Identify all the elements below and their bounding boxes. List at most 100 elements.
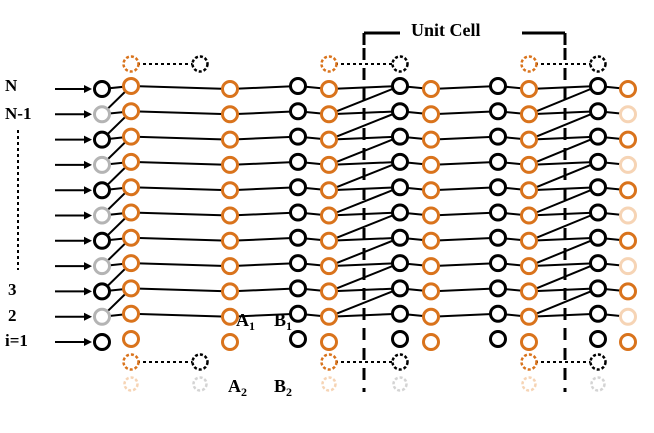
lattice-node bbox=[520, 206, 538, 225]
lattice-bond bbox=[229, 135, 299, 141]
node-label-b2: B2 bbox=[274, 376, 292, 399]
lattice-node bbox=[520, 105, 538, 124]
boundary-node bbox=[520, 55, 538, 73]
lattice-bond bbox=[328, 211, 401, 242]
lattice-node bbox=[289, 152, 307, 171]
boundary-node bbox=[191, 353, 209, 371]
lattice-node bbox=[589, 102, 607, 121]
lattice-node bbox=[289, 203, 307, 222]
lattice-node bbox=[93, 333, 111, 351]
node-label-a1-letter: A bbox=[236, 310, 249, 330]
lattice-node bbox=[391, 304, 409, 323]
lattice-bond bbox=[430, 312, 499, 318]
lattice-node bbox=[93, 307, 111, 326]
lattice-node bbox=[221, 105, 239, 124]
node-label-a2-letter: A bbox=[228, 376, 241, 396]
lattice-bond bbox=[528, 262, 599, 268]
input-arrowhead bbox=[84, 135, 92, 144]
lattice-bond bbox=[229, 186, 299, 192]
lattice-bond bbox=[528, 287, 599, 318]
lattice-node bbox=[391, 152, 409, 171]
node-label-b2-letter: B bbox=[274, 376, 287, 396]
lattice-bond bbox=[430, 236, 499, 242]
lattice-node bbox=[391, 203, 409, 222]
boundary-node bbox=[320, 55, 338, 73]
lattice-node bbox=[489, 203, 507, 222]
lattice-node bbox=[93, 130, 111, 149]
lattice-node bbox=[520, 155, 538, 174]
lattice-bond bbox=[229, 110, 299, 116]
lattice-node bbox=[320, 206, 338, 225]
lattice-node bbox=[489, 102, 507, 121]
lattice-bond bbox=[130, 110, 231, 116]
lattice-node bbox=[221, 130, 239, 149]
lattice-node bbox=[619, 155, 637, 174]
lattice-bond bbox=[229, 236, 299, 242]
boundary-node bbox=[122, 55, 140, 73]
lattice-node bbox=[422, 181, 440, 200]
input-arrowhead bbox=[84, 85, 92, 93]
lattice-node bbox=[320, 231, 338, 250]
lattice-node bbox=[122, 127, 140, 146]
lattice-bond bbox=[430, 85, 499, 90]
lattice-bond bbox=[328, 262, 401, 268]
lattice-node bbox=[619, 130, 637, 149]
lattice-node bbox=[221, 231, 239, 250]
lattice-node bbox=[320, 307, 338, 326]
lattice-bond bbox=[528, 110, 599, 141]
lattice-node bbox=[422, 105, 440, 124]
lattice-node bbox=[422, 206, 440, 225]
lattice-bond bbox=[229, 312, 299, 318]
lattice-node bbox=[391, 279, 409, 298]
lattice-node bbox=[489, 228, 507, 247]
lattice-node bbox=[391, 178, 409, 197]
lattice-node bbox=[422, 130, 440, 149]
lattice-node bbox=[289, 304, 307, 323]
lattice-node bbox=[422, 80, 440, 98]
input-arrowhead bbox=[84, 287, 92, 296]
boundary-node bbox=[589, 353, 607, 371]
lattice-node bbox=[619, 282, 637, 301]
lattice-node bbox=[520, 80, 538, 98]
boundary-node bbox=[191, 55, 209, 73]
lattice-bond bbox=[130, 287, 231, 293]
lattice-bond bbox=[328, 186, 401, 217]
lattice-node bbox=[289, 77, 307, 95]
boundary-node bbox=[521, 376, 537, 392]
lattice-bond bbox=[328, 160, 401, 166]
lattice-bond bbox=[528, 85, 599, 116]
lattice-node bbox=[489, 127, 507, 146]
lattice-node bbox=[619, 105, 637, 124]
lattice-bond bbox=[229, 287, 299, 293]
lattice-node bbox=[122, 254, 140, 273]
lattice-bond bbox=[328, 287, 401, 318]
lattice-bond bbox=[130, 312, 231, 318]
node-label-a1: A1 bbox=[236, 310, 255, 333]
lattice-node bbox=[422, 307, 440, 326]
lattice-node bbox=[489, 152, 507, 171]
input-arrowhead bbox=[84, 110, 92, 119]
lattice-node bbox=[391, 102, 409, 121]
lattice-node bbox=[122, 279, 140, 298]
lattice-bond bbox=[328, 85, 401, 116]
lattice-node bbox=[221, 307, 239, 326]
lattice-node bbox=[619, 181, 637, 200]
lattice-node bbox=[589, 152, 607, 171]
lattice-node bbox=[122, 203, 140, 222]
lattice-bond bbox=[229, 160, 299, 166]
boundary-node bbox=[123, 376, 139, 392]
lattice-node bbox=[122, 77, 140, 95]
lattice-node bbox=[489, 330, 507, 348]
lattice-node bbox=[93, 282, 111, 301]
lattice-bond bbox=[528, 85, 599, 90]
lattice-node bbox=[520, 231, 538, 250]
boundary-node bbox=[391, 55, 409, 73]
lattice-node bbox=[93, 257, 111, 276]
lattice-node bbox=[93, 105, 111, 124]
lattice-bond bbox=[130, 236, 231, 242]
lattice-bond bbox=[229, 262, 299, 268]
boundary-node bbox=[192, 376, 208, 392]
lattice-node bbox=[589, 178, 607, 197]
lattice-bond bbox=[130, 211, 231, 217]
